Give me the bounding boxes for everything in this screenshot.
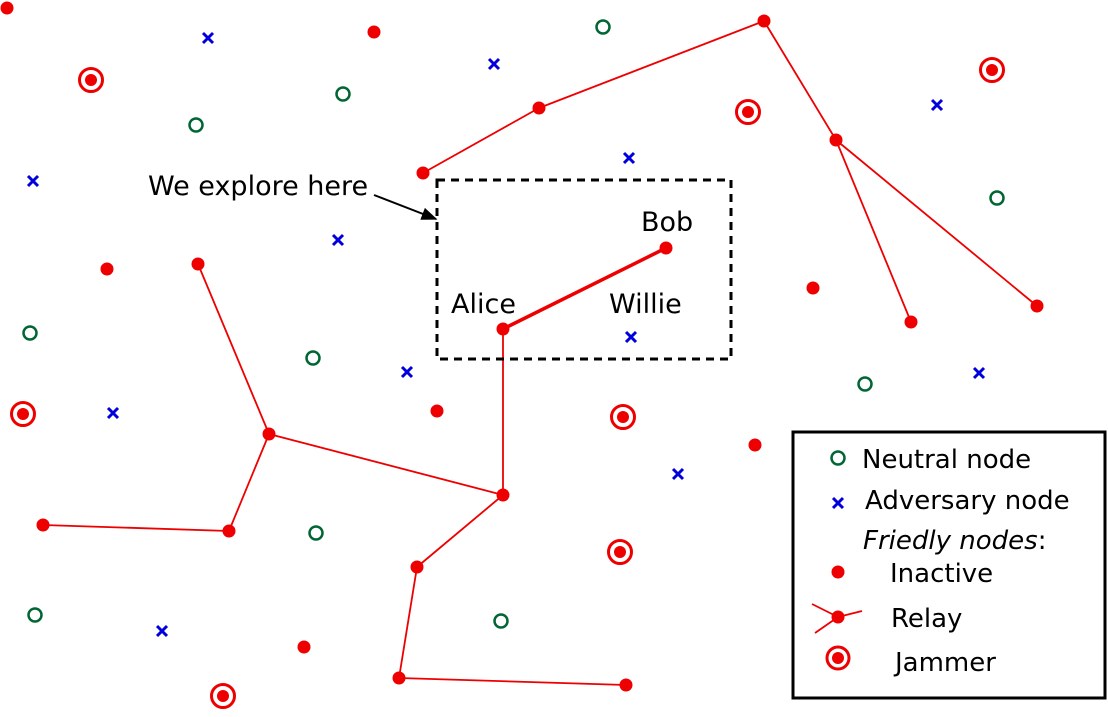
inactive-node	[297, 640, 311, 654]
relay-node	[496, 488, 510, 502]
relay-links	[42, 20, 1038, 686]
relay-link	[416, 494, 504, 568]
relay-link	[398, 566, 418, 679]
inactive-node	[748, 438, 762, 452]
adversary-node	[26, 174, 40, 188]
jammer-node	[610, 404, 636, 430]
relay-link	[763, 20, 837, 141]
jammer-node	[10, 401, 36, 427]
relay-link	[835, 139, 912, 323]
inactive-node	[367, 25, 381, 39]
jammer-node	[210, 683, 236, 709]
legend-friendly-heading: Friedly nodes:	[863, 526, 1046, 556]
relay-node	[829, 133, 843, 147]
nodes	[0, 1, 1044, 709]
legend-adversary-icon	[831, 496, 845, 510]
adversary-node	[487, 57, 501, 71]
neutral-node	[27, 607, 43, 623]
neutral-node	[493, 613, 509, 629]
relay-node	[410, 560, 424, 574]
adversary-node	[624, 330, 638, 344]
relay-link	[268, 433, 504, 496]
legend-frame	[791, 430, 1107, 700]
adversary-node	[972, 366, 986, 380]
relay-link	[835, 139, 1038, 307]
explore-arrow	[373, 194, 438, 220]
inactive-node	[0, 1, 14, 15]
explore-region-box	[435, 178, 733, 361]
relay-node	[392, 671, 406, 685]
relay-node	[36, 518, 50, 532]
relay-node	[416, 166, 430, 180]
inactive-node	[430, 404, 444, 418]
jammer-node	[979, 57, 1005, 83]
relay-node	[191, 257, 205, 271]
adversary-node	[400, 365, 414, 379]
adversary-node	[155, 624, 169, 638]
relay-node	[532, 101, 546, 115]
legend-neutral-icon	[830, 450, 846, 466]
jammer-node	[607, 539, 633, 565]
alice-node	[496, 322, 510, 336]
legend-inactive-icon	[831, 565, 845, 579]
relay-link	[538, 20, 765, 109]
relay-node	[904, 315, 918, 329]
jammer-node	[735, 99, 761, 125]
legend-neutral-label: Neutral node	[862, 445, 1031, 475]
neutral-node	[989, 190, 1005, 206]
explore-note: We explore here	[148, 171, 368, 202]
alice-label: Alice	[451, 289, 516, 320]
legend-adversary-label: Adversary node	[865, 486, 1070, 516]
neutral-node	[308, 525, 324, 541]
adversary-node	[622, 151, 636, 165]
neutral-node	[335, 86, 351, 102]
neutral-node	[22, 325, 38, 341]
relay-node	[1030, 299, 1044, 313]
neutral-node	[595, 19, 611, 35]
adversary-node	[331, 233, 345, 247]
adversary-node	[930, 98, 944, 112]
bob-node	[659, 241, 673, 255]
relay-link	[422, 107, 540, 174]
adversary-node	[671, 467, 685, 481]
adversary-node	[106, 406, 120, 420]
willie-label: Willie	[609, 289, 682, 320]
adversary-node	[201, 31, 215, 45]
relay-node	[262, 427, 276, 441]
inactive-node	[806, 281, 820, 295]
legend: Neutral node Adversary node Friedly node…	[791, 430, 1107, 700]
jammer-node	[78, 67, 104, 93]
legend-inactive-label: Inactive	[890, 559, 993, 589]
legend-jammer-label: Jammer	[893, 648, 996, 678]
legend-jammer-icon	[825, 645, 851, 671]
inactive-node	[100, 262, 114, 276]
relay-node	[757, 14, 771, 28]
relay-link	[228, 433, 270, 532]
neutral-node	[857, 376, 873, 392]
relay-node	[222, 524, 236, 538]
relay-node	[619, 678, 633, 692]
relay-link	[197, 263, 270, 435]
neutral-node	[305, 350, 321, 366]
relay-link	[42, 524, 230, 532]
relay-link	[398, 677, 627, 686]
legend-relay-icon	[811, 603, 863, 634]
bob-label: Bob	[641, 207, 693, 238]
neutral-node	[188, 117, 204, 133]
alice-bob-link	[502, 246, 667, 331]
legend-relay-label: Relay	[891, 604, 962, 634]
